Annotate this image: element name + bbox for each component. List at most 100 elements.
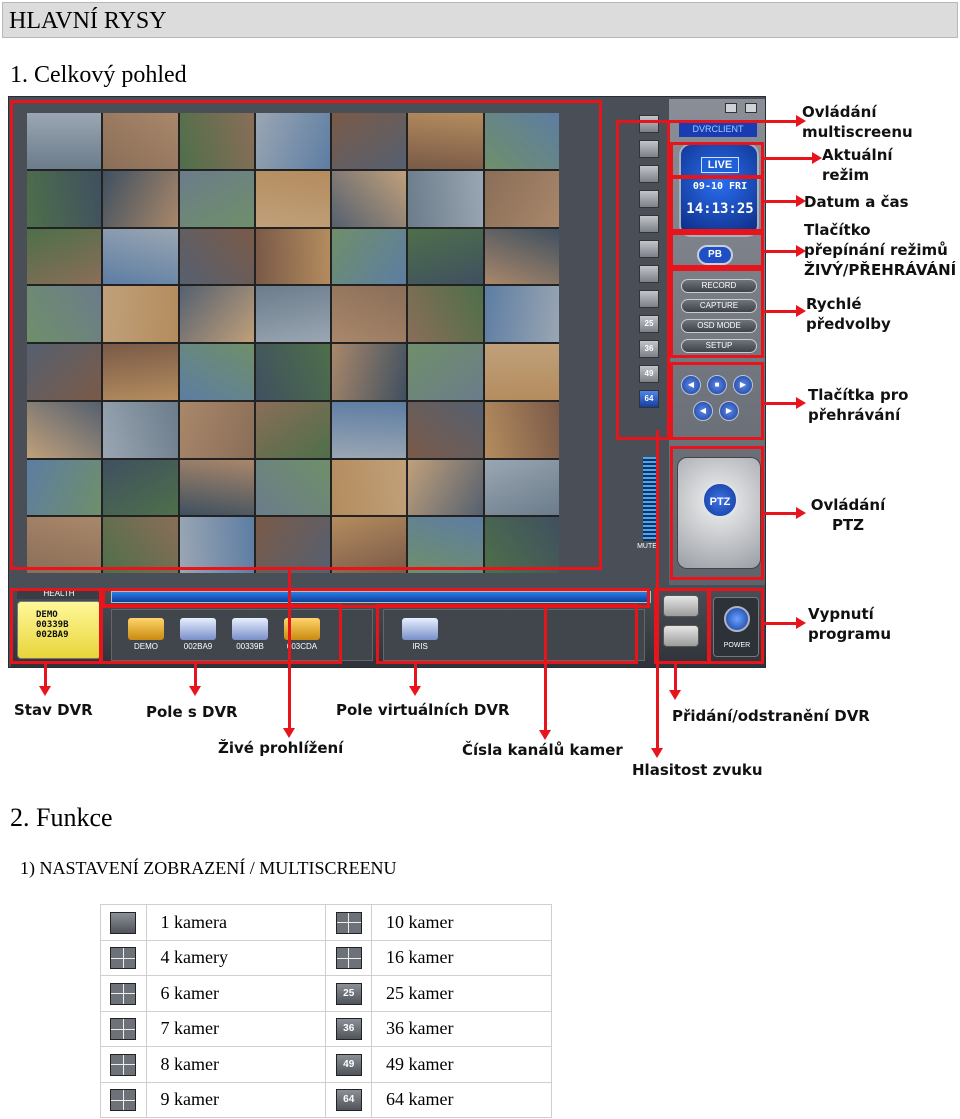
camera-tile[interactable] (27, 170, 102, 227)
layout-7-button[interactable] (639, 190, 659, 208)
camera-tile[interactable] (332, 228, 407, 285)
camera-tile[interactable] (255, 228, 331, 285)
camera-tile[interactable] (255, 459, 331, 516)
volume-meter[interactable] (643, 457, 657, 541)
layout-6-button[interactable] (639, 165, 659, 183)
virtual-dvr-item[interactable]: IRIS (398, 618, 442, 651)
camera-tile[interactable] (484, 517, 559, 573)
callout-dvr-status: Stav DVR (14, 701, 93, 719)
capture-button[interactable]: CAPTURE (681, 299, 757, 313)
camera-tile[interactable] (103, 228, 178, 285)
dvr-field: DEMO 002BA9 00339B 003CDA (111, 609, 373, 661)
camera-tile[interactable] (103, 170, 178, 227)
camera-tile[interactable] (27, 344, 102, 400)
close-icon[interactable] (745, 103, 757, 113)
power-icon[interactable] (724, 606, 750, 632)
osd-mode-button[interactable]: OSD MODE (681, 319, 757, 333)
camera-tile[interactable] (27, 517, 102, 573)
arrow-icon (796, 507, 806, 519)
mode-toggle-button[interactable]: PB (697, 245, 733, 265)
layout-9-button[interactable] (639, 240, 659, 258)
step-forward-icon[interactable]: ▶ (719, 401, 739, 421)
layout-4-button[interactable] (639, 140, 659, 158)
camera-tile[interactable] (408, 286, 483, 342)
camera-tile[interactable] (179, 344, 254, 400)
camera-tile[interactable] (332, 517, 407, 573)
camera-tile[interactable] (408, 113, 483, 169)
layout-16-button[interactable] (639, 290, 659, 308)
camera-tile[interactable] (27, 113, 102, 169)
camera-tile[interactable] (103, 286, 178, 342)
camera-tile[interactable] (408, 459, 483, 516)
camera-tile[interactable] (332, 113, 407, 169)
camera-tile[interactable] (103, 344, 178, 400)
ptz-control[interactable]: PTZ (677, 457, 761, 569)
stop-icon[interactable]: ■ (707, 375, 727, 395)
camera-tile[interactable] (255, 286, 331, 342)
camera-tile[interactable] (179, 517, 254, 573)
camera-tile[interactable] (179, 286, 254, 342)
camera-tile[interactable] (255, 113, 331, 169)
camera-tile[interactable] (179, 113, 254, 169)
camera-tile[interactable] (179, 459, 254, 516)
camera-tile[interactable] (484, 401, 559, 458)
live-view-highlight (10, 100, 602, 570)
camera-tile[interactable] (484, 170, 559, 227)
camera-tile[interactable] (484, 459, 559, 516)
camera-tile[interactable] (408, 344, 483, 400)
channel-number-bar[interactable] (111, 591, 651, 603)
camera-tile[interactable] (408, 517, 483, 573)
layout-49-button[interactable]: 49 (639, 365, 659, 383)
camera-tile[interactable] (103, 459, 178, 516)
layout-8-button[interactable] (639, 215, 659, 233)
camera-tile[interactable] (332, 459, 407, 516)
record-button[interactable]: RECORD (681, 279, 757, 293)
camera-tile[interactable] (27, 401, 102, 458)
add-dvr-button[interactable] (663, 595, 699, 617)
rewind-icon[interactable]: ◀ (681, 375, 701, 395)
dvr-item[interactable]: 00339B (228, 618, 272, 651)
camera-tile[interactable] (408, 170, 483, 227)
layout-64-button[interactable]: 64 (639, 390, 659, 408)
layout-25-button[interactable]: 25 (639, 315, 659, 333)
camera-tile[interactable] (408, 228, 483, 285)
camera-tile[interactable] (484, 228, 559, 285)
camera-tile[interactable] (408, 401, 483, 458)
camera-tile[interactable] (255, 517, 331, 573)
channels-highlight (102, 588, 650, 608)
status-display: LIVE 09-10 FRI 14:13:25 (679, 143, 759, 237)
ptz-center-button[interactable]: PTZ (702, 482, 738, 518)
camera-tile[interactable] (484, 286, 559, 342)
camera-tile[interactable] (332, 286, 407, 342)
camera-tile[interactable] (255, 401, 331, 458)
camera-tile[interactable] (103, 401, 178, 458)
callout-quick: Rychlé předvolby (806, 295, 891, 333)
camera-tile[interactable] (255, 170, 331, 227)
layout-10-button[interactable] (639, 265, 659, 283)
camera-tile[interactable] (332, 401, 407, 458)
camera-tile[interactable] (103, 517, 178, 573)
setup-button[interactable]: SETUP (681, 339, 757, 353)
play-icon[interactable]: ▶ (733, 375, 753, 395)
camera-tile[interactable] (332, 344, 407, 400)
camera-tile[interactable] (179, 228, 254, 285)
mute-button[interactable]: MUTE (637, 543, 657, 550)
camera-tile[interactable] (484, 344, 559, 400)
camera-tile[interactable] (179, 170, 254, 227)
camera-tile[interactable] (255, 344, 331, 400)
camera-tile[interactable] (27, 228, 102, 285)
camera-tile[interactable] (103, 113, 178, 169)
remove-dvr-button[interactable] (663, 625, 699, 647)
dvr-item[interactable]: 003CDA (280, 618, 324, 651)
step-back-icon[interactable]: ◀ (693, 401, 713, 421)
camera-tile[interactable] (27, 459, 102, 516)
camera-tile[interactable] (332, 170, 407, 227)
camera-tile[interactable] (484, 113, 559, 169)
layout-1-button[interactable] (639, 115, 659, 133)
camera-tile[interactable] (27, 286, 102, 342)
dvr-item[interactable]: DEMO (124, 618, 168, 651)
camera-tile[interactable] (179, 401, 254, 458)
layout-36-button[interactable]: 36 (639, 340, 659, 358)
dvr-item[interactable]: 002BA9 (176, 618, 220, 651)
minimize-icon[interactable] (725, 103, 737, 113)
